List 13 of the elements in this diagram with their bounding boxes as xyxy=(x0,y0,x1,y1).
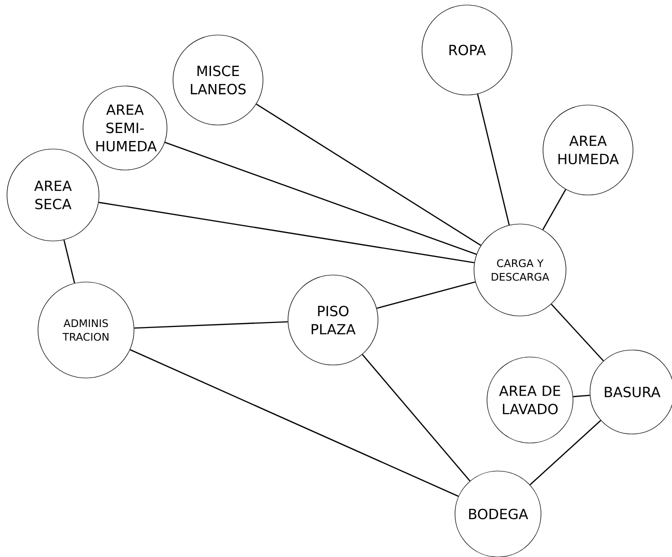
connector-line xyxy=(376,281,476,309)
connector-line xyxy=(542,189,566,230)
connector-line xyxy=(256,104,482,246)
connector-line xyxy=(477,94,510,226)
connector-line xyxy=(530,420,602,486)
connector-line xyxy=(130,349,459,497)
connector-line xyxy=(573,394,590,398)
connector-line xyxy=(98,202,474,264)
connector-line xyxy=(362,354,470,482)
connector-line xyxy=(550,304,604,362)
connector-line xyxy=(63,240,76,284)
connector-line xyxy=(134,321,288,329)
connector-line xyxy=(164,142,477,255)
